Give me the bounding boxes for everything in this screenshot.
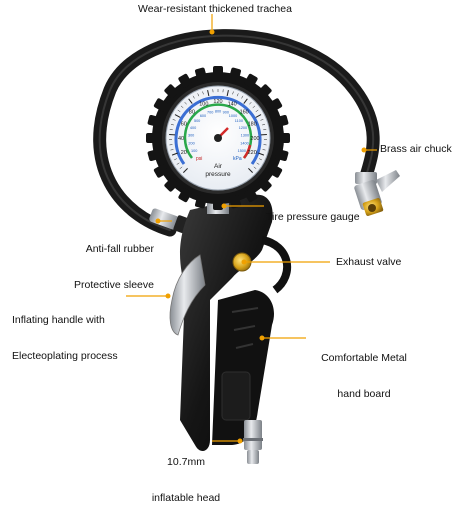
hand-board xyxy=(212,290,274,445)
dial-kpa-number: 100 xyxy=(191,149,197,153)
label-handle-line1: Inflating handle with xyxy=(12,314,118,326)
dial-kpa-number: 600 xyxy=(200,114,206,118)
label-board-line1: Comfortable Metal xyxy=(304,352,424,364)
gauge-boot-tooth xyxy=(213,66,223,78)
label-board-line2: hand board xyxy=(304,388,424,400)
dial-kpa-number: 800 xyxy=(215,109,221,113)
label-tire-pressure-gauge: Tire pressure gauge xyxy=(266,211,360,223)
dial-kpa-number: 1000 xyxy=(229,114,237,118)
dial-psi-number: 120 xyxy=(213,99,222,105)
label-inflatable-head: 10.7mm inflatable head xyxy=(138,432,234,516)
dial-psi-number: 220 xyxy=(248,150,257,156)
dial-psi-number: 140 xyxy=(228,102,237,108)
dial-kpa-number: 1100 xyxy=(235,119,243,123)
dial-psi-number: 20 xyxy=(181,150,187,156)
dial-psi-number: 100 xyxy=(199,102,208,108)
dial-kpa-number: 1200 xyxy=(239,126,247,130)
dial-psi-number: 40 xyxy=(178,136,184,142)
dial-psi-number: 180 xyxy=(248,122,257,128)
dial-title-1: Air xyxy=(214,163,223,170)
dial-kpa-number: 300 xyxy=(188,134,194,138)
inflatable-head xyxy=(243,420,263,464)
brass-air-chuck xyxy=(354,170,400,216)
dial-kpa-number: 500 xyxy=(194,119,200,123)
label-exhaust-valve: Exhaust valve xyxy=(336,256,401,268)
dial-title-2: pressure xyxy=(205,171,231,178)
gauge-boot-tooth xyxy=(146,133,158,143)
dial-kpa-number: 1400 xyxy=(240,142,248,146)
label-inflating-handle: Inflating handle with Electeoplating pro… xyxy=(12,290,118,374)
gauge-boot-tooth xyxy=(278,133,290,143)
label-hand-board: Comfortable Metal hand board xyxy=(304,328,424,412)
dial-kpa-number: 1500 xyxy=(238,149,246,153)
dial-unit-psi: psi xyxy=(196,156,202,162)
dial-psi-number: 80 xyxy=(189,110,195,116)
dial-psi-number: 60 xyxy=(181,122,187,128)
dial-psi-number: 200 xyxy=(250,136,259,142)
label-handle-line2: Electeoplating process xyxy=(12,350,118,362)
dial-kpa-number: 700 xyxy=(207,110,213,114)
dial-kpa-number: 400 xyxy=(190,126,196,130)
label-brass-air-chuck: Brass air chuck xyxy=(380,143,452,155)
gauge-boot-tooth xyxy=(213,198,223,210)
label-head-line2: inflatable head xyxy=(138,492,234,504)
label-sleeve-line1: Anti-fall rubber xyxy=(50,243,154,255)
label-trachea: Wear-resistant thickened trachea xyxy=(115,3,315,15)
dial-kpa-number: 1300 xyxy=(241,134,249,138)
label-head-line1: 10.7mm xyxy=(138,456,234,468)
dial-unit-kpa: kPa xyxy=(233,156,242,162)
dial-kpa-number: 200 xyxy=(188,142,194,146)
dial-psi-number: 160 xyxy=(240,110,249,116)
